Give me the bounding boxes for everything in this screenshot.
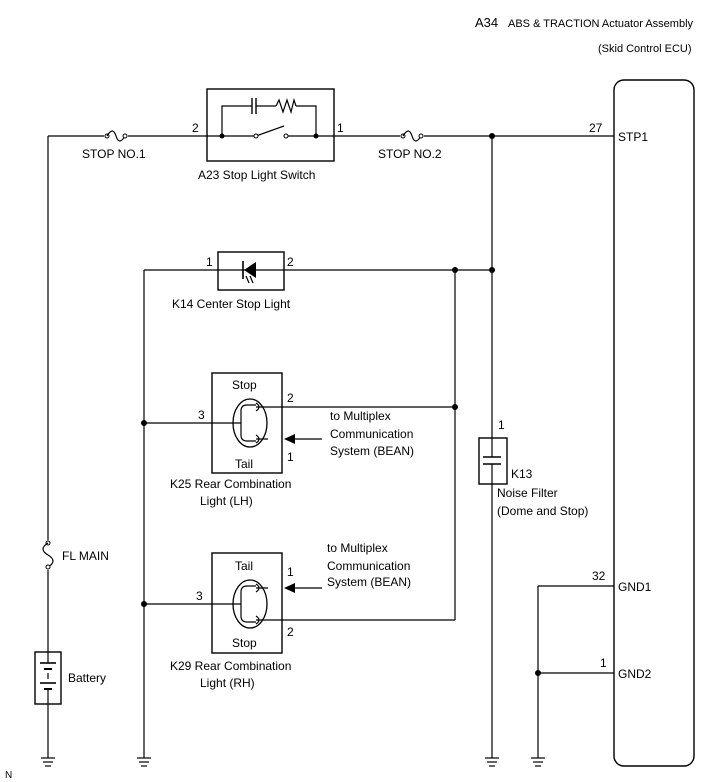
ecu-pin-gnd1-name: GND1 [618, 580, 652, 594]
wire-center [143, 269, 492, 752]
fuse-fl-main-label: FL MAIN [62, 549, 109, 563]
rear-rh-label2: Light (RH) [200, 676, 255, 690]
rear-lh-mux-line3: System (BEAN) [330, 444, 414, 458]
ground-icon [530, 751, 546, 767]
fuse-stop-no1-icon [104, 130, 128, 142]
switch-label: A23 Stop Light Switch [198, 168, 315, 182]
junction-dot [535, 670, 541, 676]
rear-rh-pin-bottom: 2 [287, 625, 294, 639]
rear-lh-mux-arrow-icon [284, 434, 322, 444]
rear-rh-label1: K29 Rear Combination [170, 659, 291, 673]
ecu-subtitle: (Skid Control ECU) [598, 43, 692, 55]
battery-label: Battery [68, 671, 106, 685]
wire-lh [144, 406, 455, 424]
ecu-box [613, 79, 695, 767]
rear-lh-pin-top: 2 [287, 391, 294, 405]
rear-rh-top-text: Tail [235, 559, 253, 573]
ecu-pin-gnd2-number: 1 [600, 656, 607, 670]
switch-pin-right: 1 [337, 121, 344, 135]
rear-rh-pin-top: 1 [287, 565, 294, 579]
ecu-pin-gnd1-number: 32 [592, 569, 606, 583]
stop-light-switch-icon [219, 97, 319, 139]
rear-rh-box [211, 552, 283, 654]
noise-filter-pin: 1 [498, 418, 505, 432]
fuse-stop-no1-label: STOP NO.1 [82, 147, 146, 161]
wire-gnd [537, 585, 614, 752]
rear-lh-bulb-icon [232, 398, 268, 448]
rear-lh-label1: K25 Rear Combination [170, 477, 291, 491]
ground-icon [40, 751, 56, 767]
center-stop-light-box [217, 251, 285, 291]
ecu-pin-gnd2-name: GND2 [618, 667, 652, 681]
rear-lh-label2: Light (LH) [200, 494, 253, 508]
ecu-title: ABS & TRACTION Actuator Assembly [508, 18, 694, 30]
rear-rh-mux-arrow-icon [284, 583, 322, 593]
wire-rh [144, 603, 455, 621]
rear-lh-bottom-text: Tail [235, 457, 253, 471]
center-light-pin-right: 2 [287, 255, 294, 269]
noise-filter-id: K13 [511, 467, 533, 481]
junction-dot [489, 267, 495, 273]
rear-rh-bottom-text: Stop [232, 636, 257, 650]
rear-lh-mux-line1: to Multiplex [330, 409, 391, 423]
center-stop-light-icon [232, 261, 268, 284]
junction-dot [489, 133, 495, 139]
rear-lh-top-text: Stop [232, 378, 257, 392]
rear-lh-pin-left: 3 [198, 408, 205, 422]
rear-rh-mux-line3: System (BEAN) [327, 575, 411, 589]
fuse-stop-no2-label: STOP NO.2 [378, 147, 442, 161]
rear-rh-mux-line1: to Multiplex [327, 541, 388, 555]
stop-light-switch-box [206, 88, 335, 162]
rear-rh-bulb-icon [232, 579, 268, 629]
noise-filter-label2: (Dome and Stop) [497, 504, 588, 518]
ecu-pin-stp1-name: STP1 [618, 130, 648, 144]
rear-lh-mux-line2: Communication [330, 427, 413, 441]
fuse-stop-no2-icon [400, 130, 424, 142]
battery-icon [40, 652, 56, 704]
junction-dot [452, 404, 458, 410]
center-light-pin-left: 1 [206, 255, 213, 269]
rear-lh-pin-bottom: 1 [287, 450, 294, 464]
noise-filter-capacitor-icon [483, 438, 501, 484]
footer-mark: N [5, 770, 12, 781]
switch-pin-left: 2 [192, 121, 199, 135]
ecu-pin-stp1-number: 27 [589, 121, 603, 135]
center-light-label: K14 Center Stop Light [172, 297, 291, 311]
ground-icon [484, 751, 500, 767]
ecu-id: A34 [475, 15, 498, 30]
rear-rh-pin-left: 3 [196, 589, 203, 603]
noise-filter-label1: Noise Filter [497, 486, 558, 500]
fuse-fl-main-icon [42, 540, 54, 570]
junction-dot [452, 267, 458, 273]
rear-rh-mux-line2: Communication [327, 559, 410, 573]
junction-dot [141, 601, 147, 607]
noise-filter-box [478, 437, 508, 485]
rear-lh-box [211, 372, 283, 474]
junction-dot [141, 420, 147, 426]
ground-icon [136, 751, 152, 767]
